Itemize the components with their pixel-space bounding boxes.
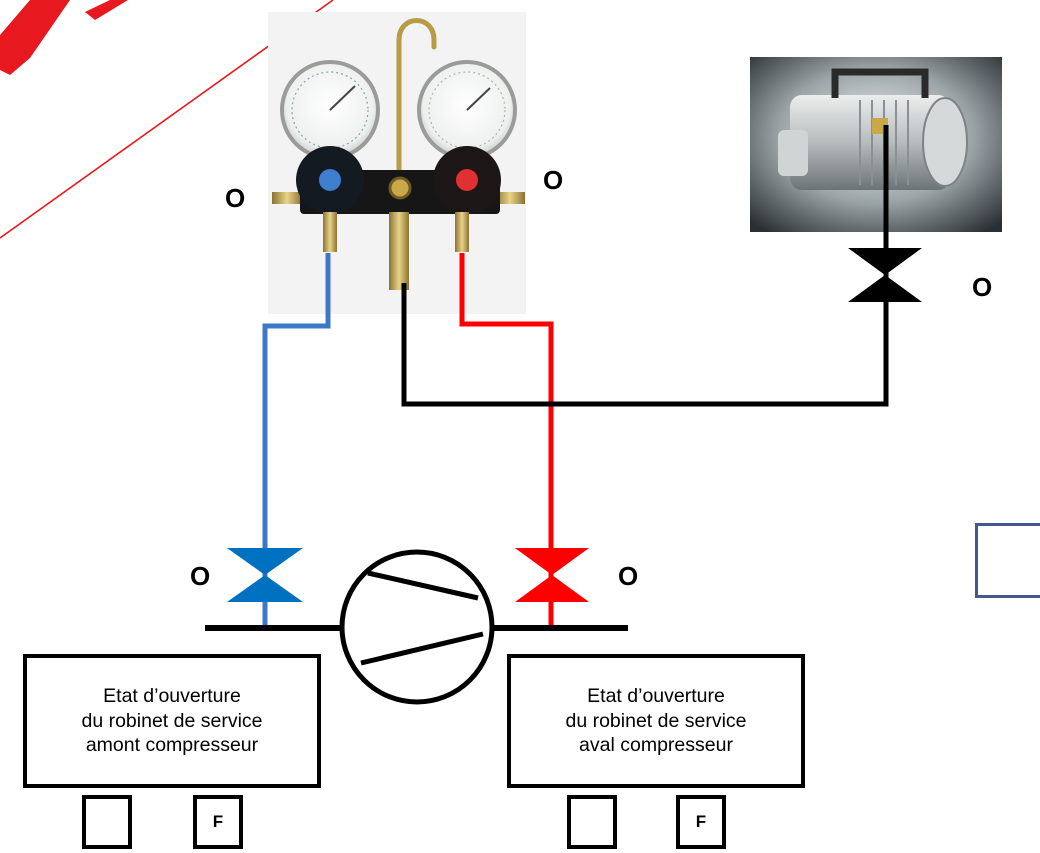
downstream-box-line-1: Etat d’ouverture — [587, 684, 725, 707]
low-valve-label: O — [190, 561, 211, 591]
downstream-valve-box: Etat d’ouverture du robinet de service a… — [507, 654, 805, 788]
low-valve-icon — [227, 548, 303, 602]
manifold-left-valve-label: O — [225, 183, 246, 213]
high-valve-icon — [515, 548, 589, 602]
pump-valve-label: O — [972, 272, 993, 302]
upstream-box-line-2: du robinet de service — [81, 709, 263, 732]
downstream-box-line-2: du robinet de service — [565, 709, 747, 732]
low-pressure-line — [262, 253, 331, 628]
compressor-symbol-icon — [339, 549, 495, 705]
downstream-closed-checkbox[interactable]: F — [676, 795, 726, 849]
high-pressure-line — [459, 253, 554, 628]
upstream-closed-checkbox[interactable]: F — [193, 795, 243, 849]
upstream-box-line-3: amont compresseur — [85, 734, 259, 757]
vacuum-pump-icon — [750, 57, 1002, 232]
pump-valve-icon — [848, 248, 922, 302]
downstream-box-line-3: aval compresseur — [579, 734, 733, 757]
upstream-valve-box: Etat d’ouverture du robinet de service a… — [23, 654, 321, 788]
manifold-gauge-icon — [268, 12, 526, 314]
upstream-open-checkbox[interactable] — [82, 795, 132, 849]
manifold-right-valve-label: O — [543, 165, 564, 195]
upstream-box-line-1: Etat d’ouverture — [103, 684, 241, 707]
high-valve-label: O — [618, 561, 639, 591]
downstream-open-checkbox[interactable] — [567, 795, 617, 849]
blank-frame — [975, 523, 1040, 598]
